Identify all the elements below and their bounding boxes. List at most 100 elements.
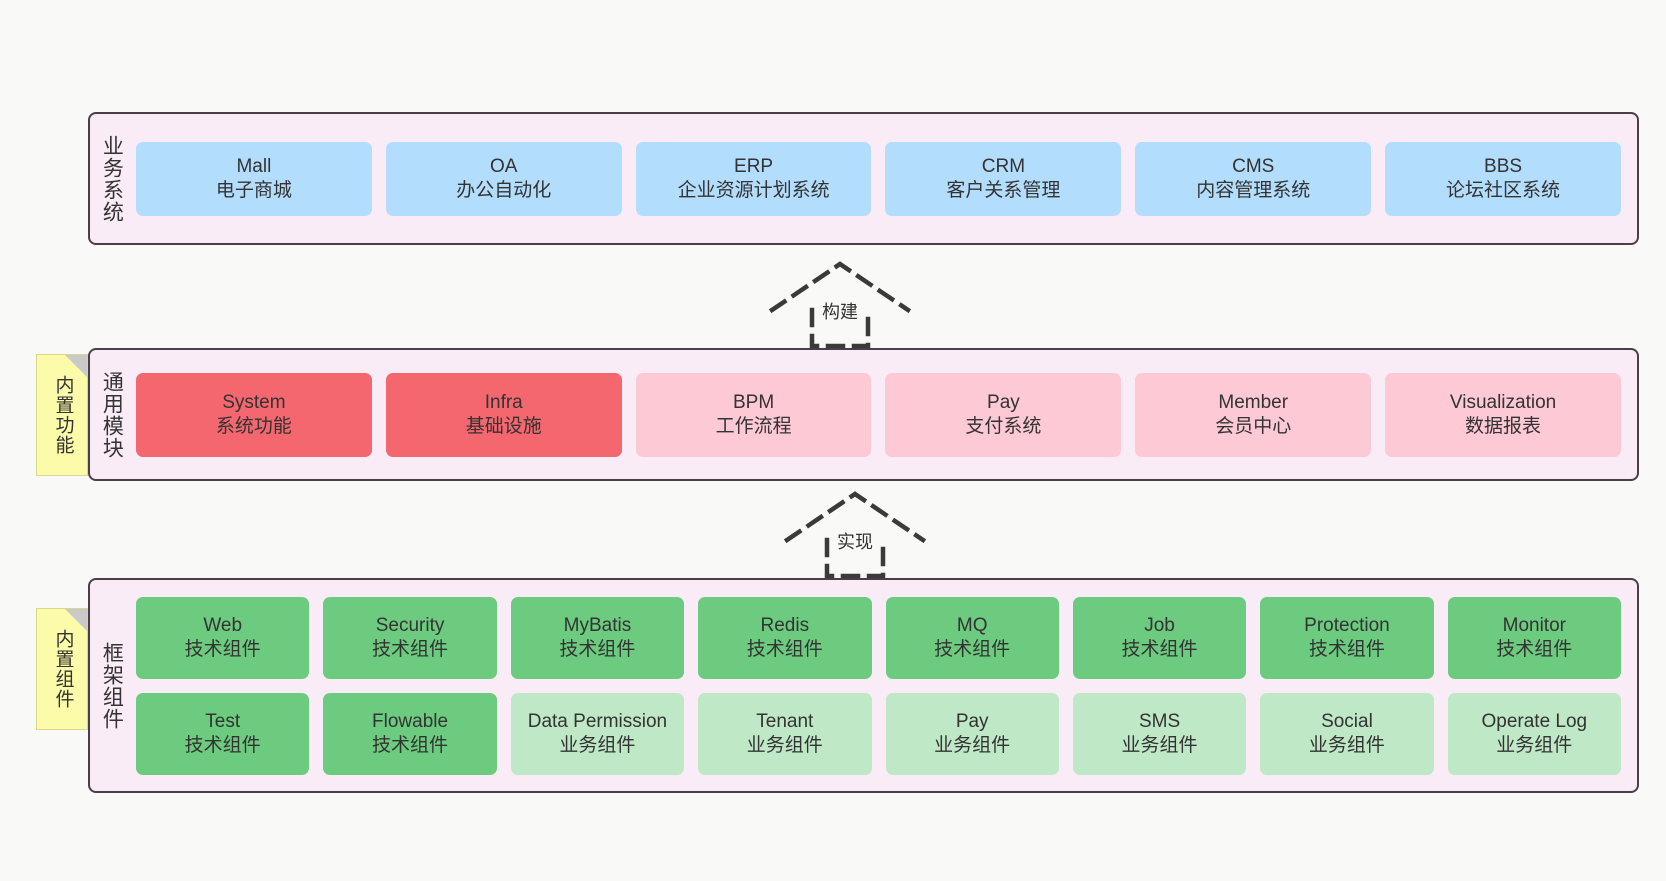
card-bbs[interactable]: BBS 论坛社区系统: [1385, 141, 1621, 216]
sticky-note-builtin-features: 内置功能: [36, 354, 88, 476]
card-subtitle: 技术组件: [1496, 638, 1573, 660]
card-title: OA: [490, 155, 518, 177]
card-subtitle: 客户关系管理: [946, 179, 1061, 201]
card-subtitle: 技术组件: [934, 638, 1011, 660]
card-title: Job: [1144, 614, 1175, 636]
card-title: Test: [205, 710, 241, 732]
card-title: Infra: [484, 391, 523, 413]
card-row: System 系统功能 Infra 基础设施 BPM 工作流程 Pay 支付系统…: [136, 372, 1621, 457]
card-title: SMS: [1138, 710, 1181, 732]
card-monitor[interactable]: Monitor 技术组件: [1447, 596, 1621, 679]
band-label-framework-components: 框架组件: [100, 641, 124, 730]
band-body-framework-components: Web 技术组件 Security 技术组件 MyBatis 技术组件 Redi…: [132, 580, 1637, 791]
card-crm[interactable]: CRM 客户关系管理: [885, 141, 1122, 216]
card-subtitle: 技术组件: [184, 734, 261, 756]
card-erp[interactable]: ERP 企业资源计划系统: [635, 141, 872, 216]
band-body-business-systems: Mall 电子商城 OA 办公自动化 ERP 企业资源计划系统 CRM 客户关系…: [132, 114, 1637, 243]
card-subtitle: 技术组件: [372, 734, 449, 756]
card-title: Data Permission: [527, 710, 668, 732]
card-subtitle: 内容管理系统: [1196, 179, 1311, 201]
card-mall[interactable]: Mall 电子商城: [136, 141, 372, 216]
card-system[interactable]: System 系统功能: [136, 372, 372, 457]
card-operate-log[interactable]: Operate Log 业务组件: [1447, 692, 1621, 775]
card-cms[interactable]: CMS 内容管理系统: [1135, 141, 1372, 216]
card-web[interactable]: Web 技术组件: [136, 596, 310, 679]
card-title: Security: [375, 614, 445, 636]
card-social[interactable]: Social 业务组件: [1260, 692, 1434, 775]
card-member[interactable]: Member 会员中心: [1135, 372, 1372, 457]
card-subtitle: 基础设施: [465, 415, 542, 437]
card-bpm[interactable]: BPM 工作流程: [635, 372, 872, 457]
band-common-modules: 通用模块 System 系统功能 Infra 基础设施 BPM 工作流程 Pay…: [88, 348, 1639, 481]
card-subtitle: 技术组件: [559, 638, 636, 660]
card-subtitle: 业务组件: [746, 734, 823, 756]
card-subtitle: 业务组件: [1121, 734, 1198, 756]
card-title: CRM: [981, 155, 1026, 177]
card-row: Test 技术组件 Flowable 技术组件 Data Permission …: [136, 692, 1621, 775]
card-title: Web: [203, 614, 243, 636]
card-subtitle: 业务组件: [1496, 734, 1573, 756]
card-subtitle: 支付系统: [965, 415, 1042, 437]
card-protection[interactable]: Protection 技术组件: [1260, 596, 1434, 679]
card-visualization[interactable]: Visualization 数据报表: [1385, 372, 1621, 457]
band-framework-components: 框架组件 Web 技术组件 Security 技术组件 MyBatis 技术组件…: [88, 578, 1639, 793]
arrow-build: 构建: [760, 258, 920, 350]
card-title: Flowable: [372, 710, 449, 732]
card-row: Mall 电子商城 OA 办公自动化 ERP 企业资源计划系统 CRM 客户关系…: [136, 141, 1621, 216]
sticky-note-builtin-components: 内置组件: [36, 608, 88, 730]
card-mq[interactable]: MQ 技术组件: [885, 596, 1059, 679]
card-subtitle: 技术组件: [746, 638, 823, 660]
card-flowable[interactable]: Flowable 技术组件: [323, 692, 497, 775]
card-title: Visualization: [1449, 391, 1557, 413]
card-subtitle: 技术组件: [1308, 638, 1385, 660]
band-label-common-modules: 通用模块: [100, 370, 124, 459]
card-sms[interactable]: SMS 业务组件: [1072, 692, 1247, 775]
arrow-implement-label: 实现: [837, 532, 873, 552]
card-data-permission[interactable]: Data Permission 业务组件: [510, 692, 685, 775]
card-subtitle: 数据报表: [1465, 415, 1542, 437]
band-label-business-systems: 业务系统: [100, 134, 124, 223]
card-subtitle: 工作流程: [715, 415, 792, 437]
card-title: Social: [1321, 710, 1373, 732]
card-subtitle: 业务组件: [559, 734, 636, 756]
card-title: BBS: [1484, 155, 1523, 177]
card-subtitle: 技术组件: [1121, 638, 1198, 660]
card-title: Protection: [1304, 614, 1390, 636]
card-subtitle: 业务组件: [1308, 734, 1385, 756]
card-title: Pay: [987, 391, 1020, 413]
card-title: ERP: [734, 155, 774, 177]
card-oa[interactable]: OA 办公自动化: [385, 141, 622, 216]
card-title: Member: [1218, 391, 1289, 413]
card-subtitle: 技术组件: [372, 638, 449, 660]
card-title: MQ: [956, 614, 988, 636]
card-subtitle: 办公自动化: [456, 179, 552, 201]
card-tenant[interactable]: Tenant 业务组件: [698, 692, 872, 775]
card-title: Pay: [955, 710, 989, 732]
card-title: Monitor: [1502, 614, 1566, 636]
card-pay-business[interactable]: Pay 业务组件: [885, 692, 1059, 775]
card-subtitle: 技术组件: [184, 638, 261, 660]
card-title: Operate Log: [1481, 710, 1588, 732]
arrow-implement: 实现: [775, 488, 935, 580]
band-business-systems: 业务系统 Mall 电子商城 OA 办公自动化 ERP 企业资源计划系统 CRM…: [88, 112, 1639, 245]
card-title: Mall: [236, 155, 272, 177]
card-redis[interactable]: Redis 技术组件: [698, 596, 872, 679]
card-subtitle: 业务组件: [934, 734, 1011, 756]
card-title: CMS: [1232, 155, 1275, 177]
band-body-common-modules: System 系统功能 Infra 基础设施 BPM 工作流程 Pay 支付系统…: [132, 350, 1637, 479]
card-title: Tenant: [756, 710, 814, 732]
card-subtitle: 企业资源计划系统: [677, 179, 830, 201]
card-title: Redis: [760, 614, 810, 636]
card-test[interactable]: Test 技术组件: [136, 692, 310, 775]
card-subtitle: 论坛社区系统: [1446, 179, 1561, 201]
card-title: MyBatis: [563, 614, 632, 636]
card-job[interactable]: Job 技术组件: [1072, 596, 1247, 679]
card-subtitle: 系统功能: [215, 415, 292, 437]
card-security[interactable]: Security 技术组件: [323, 596, 497, 679]
card-subtitle: 会员中心: [1215, 415, 1292, 437]
card-pay[interactable]: Pay 支付系统: [885, 372, 1122, 457]
card-mybatis[interactable]: MyBatis 技术组件: [510, 596, 685, 679]
arrow-build-label: 构建: [822, 302, 858, 322]
card-infra[interactable]: Infra 基础设施: [385, 372, 622, 457]
card-row: Web 技术组件 Security 技术组件 MyBatis 技术组件 Redi…: [136, 596, 1621, 679]
